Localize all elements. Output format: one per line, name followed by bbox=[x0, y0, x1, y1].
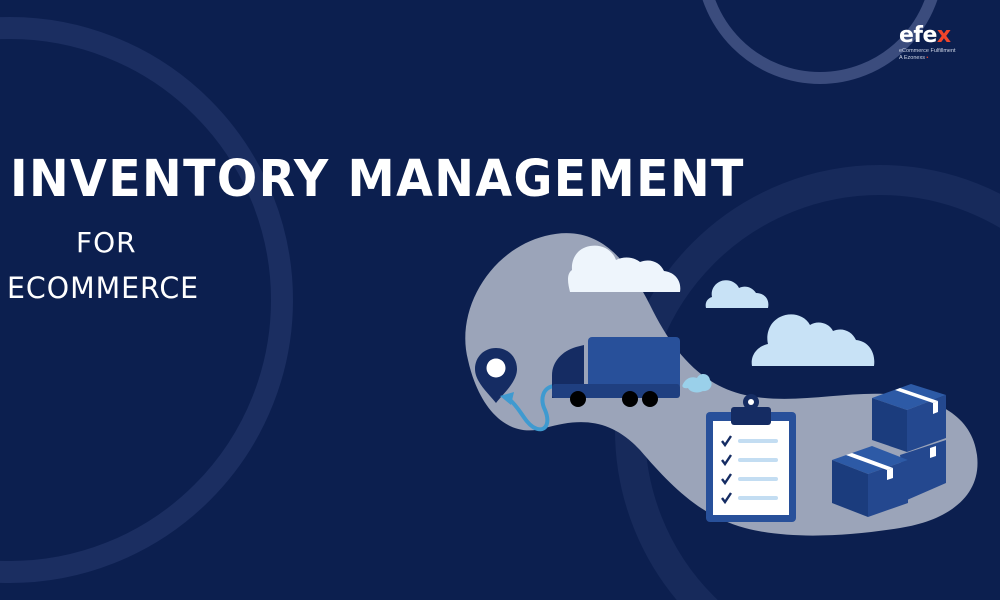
logo-wordmark-main: efe bbox=[899, 23, 937, 48]
cloud-icon bbox=[705, 280, 769, 308]
top-right-ring bbox=[702, 0, 938, 84]
checklist-items bbox=[721, 435, 778, 505]
headline-for: FOR bbox=[76, 226, 137, 259]
cloud-icon bbox=[751, 314, 875, 366]
stacked-boxes-icon bbox=[832, 384, 946, 517]
headline-ecommerce: ECOMMERCE bbox=[7, 271, 200, 305]
logo-tagline-1: eCommerce Fulfillment bbox=[899, 48, 956, 54]
logo-tagline-2: A Ezonexs ▪ bbox=[899, 55, 979, 62]
cloud-icon bbox=[568, 245, 681, 292]
logo-wordmark: efex bbox=[899, 24, 979, 48]
route-arrow-icon bbox=[500, 384, 558, 432]
logo-wordmark-accent: x bbox=[936, 23, 951, 48]
exhaust-cloud-icon bbox=[682, 374, 712, 393]
efex-logo[interactable]: efex eCommerce Fulfillment A Ezonexs ▪ bbox=[899, 24, 979, 62]
left-ring bbox=[0, 17, 293, 583]
logo-tagline-mark: ▪ bbox=[926, 55, 929, 61]
location-pin-icon bbox=[475, 348, 517, 403]
headline-title: INVENTORY MANAGEMENT bbox=[10, 150, 745, 209]
checklist-clipboard-icon bbox=[706, 394, 796, 522]
delivery-truck-icon bbox=[552, 337, 680, 407]
logo-tagline-2-text: A Ezonexs bbox=[899, 55, 925, 61]
